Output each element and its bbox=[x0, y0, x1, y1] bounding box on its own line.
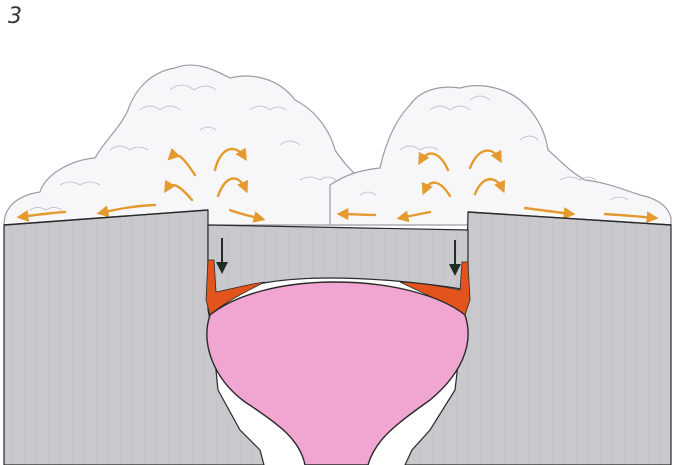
ash-cloud-right bbox=[330, 86, 671, 225]
ash-cloud-left bbox=[4, 65, 365, 225]
curved-orange-arrow-icon bbox=[340, 214, 375, 215]
ash-cloud bbox=[4, 65, 671, 225]
